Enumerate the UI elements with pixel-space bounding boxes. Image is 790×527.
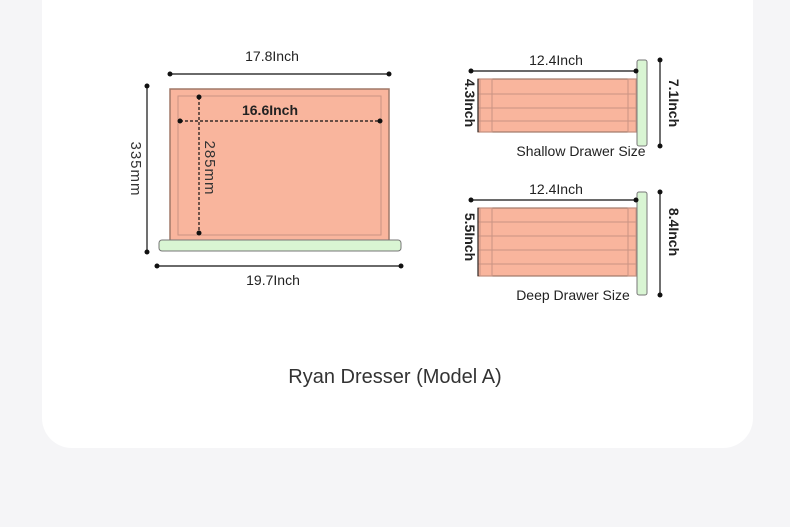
shallow-drawer: 12.4Inch 4.3Inch 7.1Inch Shallow Drawer … (462, 52, 682, 159)
top-width-label: 17.8Inch (245, 48, 299, 64)
deep-outer-height-label: 8.4Inch (666, 208, 682, 256)
dresser-base-panel (158, 239, 402, 252)
bottom-width-label: 19.7Inch (246, 272, 300, 288)
deep-drawer-front-panel (636, 191, 648, 296)
shallow-inner-height-label: 4.3Inch (462, 79, 478, 127)
deep-width-label: 12.4Inch (529, 181, 583, 197)
shallow-drawer-body (477, 78, 638, 133)
deep-drawer: 12.4Inch 5.5Inch 8.4Inch Deep Drawer Siz… (462, 181, 682, 303)
product-title: Ryan Dresser (Model A) (288, 366, 502, 388)
dresser-inner-frame (177, 95, 382, 236)
deep-inner-height-label: 5.5Inch (462, 213, 478, 261)
outer-height-label: 335mm (127, 141, 144, 196)
shallow-drawer-caption: Shallow Drawer Size (516, 143, 645, 159)
front-view: 17.8Inch 16.6Inch 285mm 335mm 19.7Inch (127, 48, 404, 288)
shallow-outer-height-label: 7.1Inch (666, 79, 682, 127)
shallow-width-label: 12.4Inch (529, 52, 583, 68)
dresser-body (169, 88, 390, 242)
deep-drawer-body (477, 207, 638, 277)
inner-width-label: 16.6Inch (242, 102, 298, 118)
inner-height-label: 285mm (201, 140, 218, 195)
deep-drawer-caption: Deep Drawer Size (516, 287, 630, 303)
shallow-drawer-front-panel (636, 59, 648, 147)
